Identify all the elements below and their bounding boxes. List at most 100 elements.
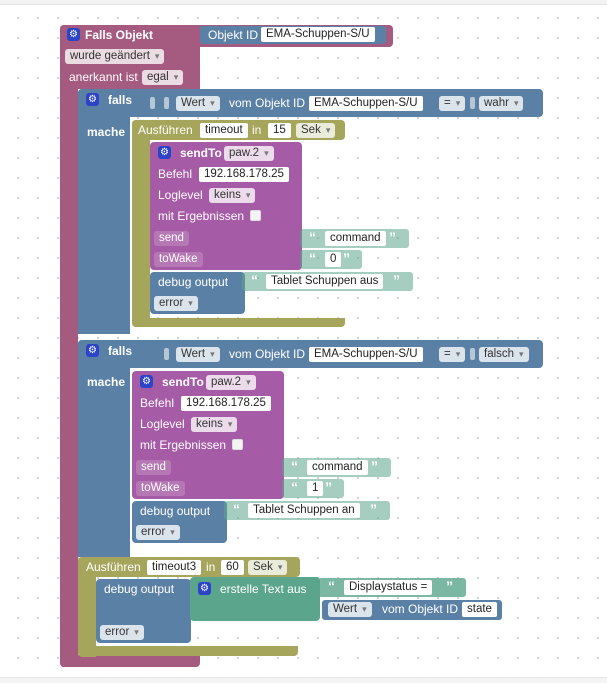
if1-of-label: vom Objekt ID (229, 96, 306, 110)
input-socket (164, 97, 169, 109)
prop-dropdown[interactable]: Wert (328, 602, 372, 617)
timeout-value-field[interactable]: 15 (268, 123, 291, 138)
quote-open: “ (328, 578, 335, 594)
sendto-block[interactable] (150, 142, 302, 270)
of-label: vom Objekt ID (382, 602, 459, 616)
debug-level-dropdown[interactable]: error (136, 525, 180, 540)
text-string-field[interactable]: Displaystatus = (344, 580, 433, 595)
gear-icon[interactable]: ⚙ (140, 375, 153, 388)
quote-open: “ (233, 501, 240, 517)
timeout-name-field[interactable]: timeout (200, 123, 248, 138)
object-id-field[interactable]: EMA-Schuppen-S/U (261, 27, 375, 42)
if1-op-dropdown[interactable]: = (439, 96, 466, 111)
gear-icon[interactable]: ⚙ (67, 28, 80, 41)
if2-value-dropdown[interactable]: falsch (479, 347, 529, 362)
sendto-block[interactable] (132, 371, 284, 499)
if2-block[interactable] (78, 340, 130, 557)
sendto-title: sendTo (180, 146, 222, 160)
timeout3-in-label: in (206, 560, 216, 574)
if1-block[interactable] (78, 89, 130, 334)
sendto-target-dropdown[interactable]: paw.2 (224, 146, 274, 161)
results-checkbox[interactable] (232, 439, 243, 450)
loglevel-label: Loglevel (158, 188, 203, 202)
ack-dropdown[interactable]: egal (142, 70, 184, 85)
sendto-title: sendTo (162, 375, 204, 389)
quote-close: ” (393, 272, 400, 288)
debug-label: debug output (140, 504, 211, 518)
quote-open: “ (309, 250, 316, 266)
gear-icon[interactable]: ⚙ (198, 582, 211, 595)
towake-label: toWake (154, 252, 203, 267)
if1-object-field[interactable]: EMA-Schuppen-S/U (309, 96, 423, 111)
if2-prop-dropdown[interactable]: Wert (176, 347, 220, 362)
timeout3-value-field[interactable]: 60 (221, 560, 244, 575)
send-value-field[interactable]: command (325, 231, 386, 246)
loglevel-label: Loglevel (140, 417, 185, 431)
input-socket (150, 97, 155, 109)
timeout3-name-field[interactable]: timeout3 (147, 560, 202, 575)
loglevel-dropdown[interactable]: keins (209, 188, 256, 203)
quote-open: “ (291, 479, 298, 495)
results-label: mit Ergebnissen (140, 438, 227, 452)
timeout-label: Ausführen (138, 123, 193, 137)
trigger-title: Falls Objekt (85, 28, 154, 42)
timeout3-block[interactable] (78, 557, 96, 657)
results-checkbox[interactable] (250, 210, 261, 221)
create-text-label: erstelle Text aus (220, 582, 307, 596)
send-value-field[interactable]: command (307, 460, 368, 475)
gear-icon[interactable]: ⚙ (86, 344, 99, 357)
timeout3-unit-dropdown[interactable]: Sek (248, 560, 288, 575)
quote-close: ” (370, 501, 377, 517)
send-label: send (154, 231, 189, 246)
towake-label: toWake (136, 481, 185, 496)
if2-if-label: falls (108, 344, 133, 358)
quote-close: ” (371, 458, 378, 474)
object-id-label: Objekt ID (208, 28, 259, 42)
timeout-unit-dropdown[interactable]: Sek (296, 123, 336, 138)
debug-label: debug output (158, 275, 229, 289)
object-field[interactable]: state (462, 602, 497, 617)
quote-close: ” (389, 229, 396, 245)
towake-value-field[interactable]: 1 (307, 481, 324, 496)
befehl-field[interactable]: 192.168.178.25 (181, 396, 271, 411)
towake-value-field[interactable]: 0 (325, 252, 342, 267)
befehl-label: Befehl (158, 167, 193, 181)
if2-object-field[interactable]: EMA-Schuppen-S/U (309, 347, 423, 362)
quote-open: “ (251, 272, 258, 288)
timeout3-label: Ausführen (86, 560, 141, 574)
send-label: send (136, 460, 171, 475)
debug-label: debug output (104, 582, 175, 596)
input-socket (470, 348, 475, 360)
timeout3-footer (78, 646, 298, 656)
if2-op-dropdown[interactable]: = (439, 347, 466, 362)
if2-of-label: vom Objekt ID (229, 347, 306, 361)
results-label: mit Ergebnissen (158, 209, 245, 223)
debug-text-field[interactable]: Tablet Schuppen aus (266, 274, 384, 289)
debug-level-dropdown[interactable]: error (154, 296, 198, 311)
if1-value-dropdown[interactable]: wahr (479, 96, 524, 111)
debug-text-field[interactable]: Tablet Schuppen an (248, 503, 360, 518)
if2-do-label: mache (87, 375, 126, 389)
ack-label: anerkannt ist (69, 70, 138, 84)
quote-close: ” (325, 479, 332, 495)
if1-prop-dropdown[interactable]: Wert (176, 96, 220, 111)
trigger-block[interactable] (60, 25, 78, 667)
quote-open: “ (291, 458, 298, 474)
quote-open: “ (309, 229, 316, 245)
timeout-footer (132, 318, 345, 327)
gear-icon[interactable]: ⚙ (86, 93, 99, 106)
loglevel-dropdown[interactable]: keins (191, 417, 238, 432)
timeout-block[interactable] (132, 120, 150, 327)
input-socket (164, 348, 169, 360)
if2-footer (78, 548, 130, 557)
trigger-footer (60, 655, 200, 667)
quote-close: ” (343, 250, 350, 266)
quote-close: ” (446, 578, 453, 594)
befehl-field[interactable]: 192.168.178.25 (199, 167, 289, 182)
debug-level-dropdown[interactable]: error (100, 625, 144, 640)
sendto-target-dropdown[interactable]: paw.2 (206, 375, 256, 390)
create-text-block[interactable] (190, 577, 320, 621)
change-mode-dropdown[interactable]: wurde geändert (65, 49, 165, 64)
gear-icon[interactable]: ⚙ (158, 146, 171, 159)
